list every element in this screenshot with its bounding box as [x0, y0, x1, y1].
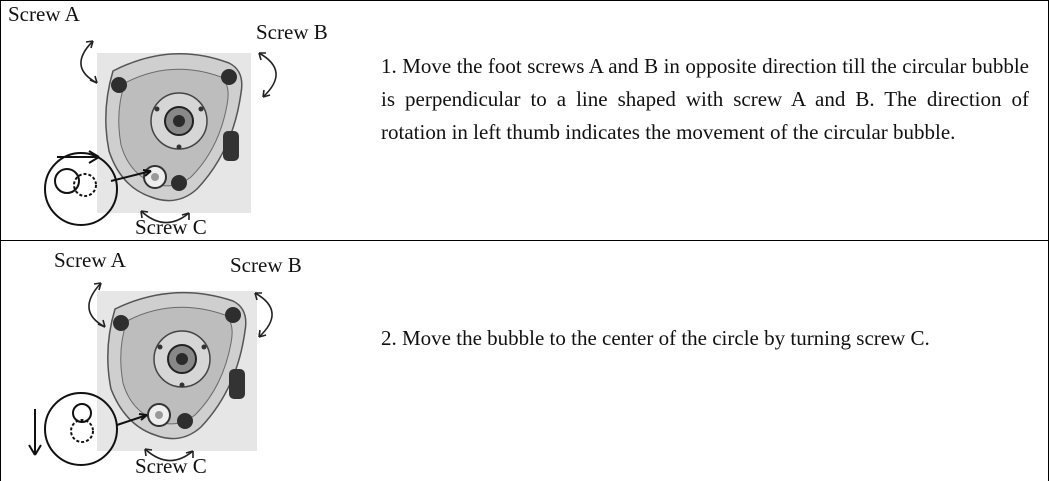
step-row-2: Screw A Screw B Screw C 2. Move the bubb…	[0, 240, 1049, 481]
step-row-1: Screw A Screw B Screw C 1. Move the foot…	[0, 0, 1049, 241]
tribrach-image	[44, 40, 277, 226]
right-arrow-icon	[57, 150, 100, 164]
tribrach-image	[28, 282, 273, 466]
step-2-figure: Screw A Screw B Screw C	[1, 241, 371, 481]
screw-b-label: Screw B	[256, 20, 328, 44]
step-1-text: 1. Move the foot screws A and B in oppos…	[381, 54, 1029, 144]
step-1-figure: Screw A Screw B Screw C	[1, 1, 371, 241]
screw-a-label: Screw A	[8, 2, 80, 26]
rotation-arrow-icon	[80, 40, 277, 224]
step-2-text: 2. Move the bubble to the center of the …	[381, 326, 930, 350]
screw-c-label: Screw C	[135, 215, 207, 239]
rotation-arrow-icon	[88, 282, 273, 462]
circular-bubble-icon	[44, 392, 148, 466]
circular-bubble-icon	[44, 152, 152, 226]
screw-c-label: Screw C	[135, 454, 207, 478]
down-arrow-icon	[28, 409, 42, 456]
screw-b-label: Screw B	[230, 253, 302, 277]
screw-a-label: Screw A	[54, 248, 126, 272]
